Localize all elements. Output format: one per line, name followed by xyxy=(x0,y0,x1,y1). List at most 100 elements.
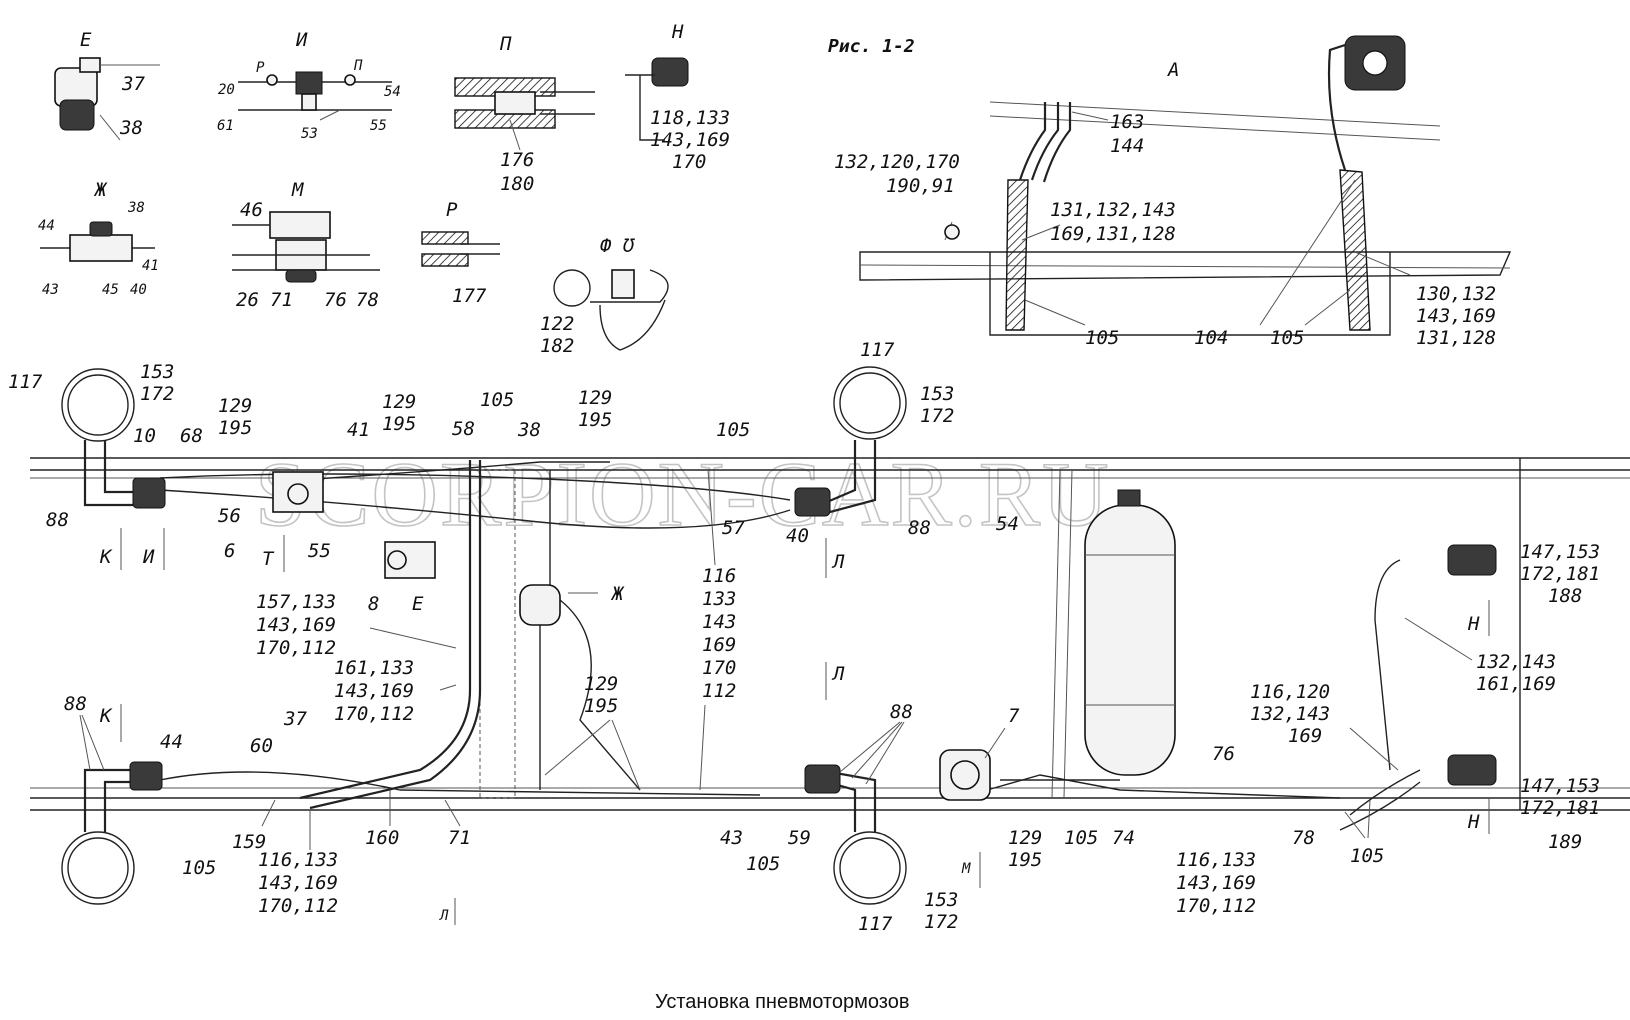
callout: 8 xyxy=(368,593,379,615)
callout: 117 xyxy=(858,913,893,935)
callout: 170,112 xyxy=(1176,895,1256,917)
callout: 105 xyxy=(746,853,780,875)
valve-base xyxy=(59,99,95,131)
callout: 118,133 xyxy=(650,107,730,129)
valve-rear-center xyxy=(804,764,841,794)
brake-chamber-rear-right xyxy=(833,831,907,905)
detail-f: Ф Ʊ 122 182 xyxy=(540,235,669,357)
coupling-head xyxy=(651,57,689,87)
callout: 180 xyxy=(500,173,534,195)
detail-e: Е 37 38 xyxy=(54,29,160,141)
callout: 60 xyxy=(250,735,273,757)
callout: 78 xyxy=(356,289,379,311)
callout: Н xyxy=(1467,811,1480,833)
detail-m: М 46 26 71 76 78 xyxy=(232,179,380,311)
figure-id: Рис. 1-2 xyxy=(828,36,915,57)
callout: 132,143 xyxy=(1476,651,1556,673)
detail-letter: А xyxy=(1167,59,1179,81)
callout: П xyxy=(353,58,363,74)
callout: 169,131,128 xyxy=(1050,223,1176,245)
callout: 132,120,170 xyxy=(834,151,960,173)
callout: 144 xyxy=(1110,135,1144,157)
callout: 143,169 xyxy=(334,680,414,702)
detail-letter: Е xyxy=(80,29,92,51)
callout: Л xyxy=(439,908,449,924)
tee-fitting xyxy=(295,71,323,95)
callout: 44 xyxy=(38,218,55,234)
detail-r: Р 177 xyxy=(421,199,500,307)
callout: 172 xyxy=(924,911,958,933)
detail-zh: Ж 38 44 41 43 45 40 xyxy=(38,179,159,298)
callout: 122 xyxy=(540,313,574,335)
callout: К xyxy=(99,546,113,568)
brake-chamber-rear-left xyxy=(61,831,135,905)
callout: 143 xyxy=(702,611,736,633)
callout: 163 xyxy=(1110,111,1144,133)
callout: 195 xyxy=(584,695,618,717)
callout: 170,112 xyxy=(258,895,338,917)
detail-letter: П xyxy=(499,33,512,55)
callout: 43 xyxy=(42,282,59,298)
callout: 88 xyxy=(64,693,87,715)
callout: К xyxy=(99,705,113,727)
callout: 116,133 xyxy=(258,849,338,871)
callout: 189 xyxy=(1548,831,1582,853)
valve-40 xyxy=(794,487,831,517)
valve-10 xyxy=(132,477,166,509)
callout: 153 xyxy=(140,361,174,383)
callout: 61 xyxy=(217,118,234,134)
detail-p: П 176 180 xyxy=(454,33,595,195)
callout: 132,143 xyxy=(1250,703,1330,725)
accelerator-valve xyxy=(519,584,561,626)
callout: 68 xyxy=(180,425,203,447)
valve-body xyxy=(69,234,133,262)
callout: 105 xyxy=(1085,327,1119,349)
callout: 71 xyxy=(448,827,471,849)
callout: 41 xyxy=(142,258,159,274)
brake-chamber-front-right xyxy=(833,366,907,440)
callout: 6 xyxy=(224,540,235,562)
detail-i: И Р П 20 54 61 53 55 xyxy=(217,29,401,142)
callout: 195 xyxy=(382,413,416,435)
callout: 190,91 xyxy=(886,175,955,197)
callout: 147,153 xyxy=(1520,775,1600,797)
callout: 172,181 xyxy=(1520,563,1600,585)
callout: 53 xyxy=(301,126,318,142)
callout: T xyxy=(262,548,275,570)
callout: 38 xyxy=(517,419,541,441)
callout: 170,112 xyxy=(334,703,414,725)
callout: 40 xyxy=(786,525,809,547)
callout: 41 xyxy=(347,419,370,441)
callout: 195 xyxy=(578,409,612,431)
callout: 105 xyxy=(716,419,750,441)
detail-letter: Ф Ʊ xyxy=(600,235,636,257)
callout: 37 xyxy=(283,708,307,730)
callout: 195 xyxy=(218,417,252,439)
callout: 143,169 xyxy=(1416,305,1496,327)
main-callouts: 117 153 172 10 68 129 195 88 56 6 55 T К… xyxy=(8,339,1600,935)
callout: 130,132 xyxy=(1416,283,1496,305)
callout: Е xyxy=(412,593,424,615)
callout: 182 xyxy=(540,335,574,357)
callout: 147,153 xyxy=(1520,541,1600,563)
callout: 88 xyxy=(890,701,913,723)
callout: 129 xyxy=(382,391,416,413)
callout: Н xyxy=(1467,613,1480,635)
callout: 37 xyxy=(121,73,145,95)
callout: 131,128 xyxy=(1416,327,1496,349)
callout: 56 xyxy=(218,505,241,527)
callout: 26 xyxy=(236,289,259,311)
callout: 170,112 xyxy=(256,637,336,659)
callout: 55 xyxy=(370,118,387,134)
callout: 129 xyxy=(578,387,612,409)
callout: 161,169 xyxy=(1476,673,1556,695)
callout: 153 xyxy=(924,889,958,911)
callout: 116,133 xyxy=(1176,849,1256,871)
callout: 54 xyxy=(384,84,401,100)
insert-sleeve xyxy=(494,91,536,115)
callout: 76 xyxy=(1212,743,1235,765)
chassis-plan-view xyxy=(30,366,1630,905)
callout: 131,132,143 xyxy=(1050,199,1176,221)
callout: 20 xyxy=(218,82,235,98)
